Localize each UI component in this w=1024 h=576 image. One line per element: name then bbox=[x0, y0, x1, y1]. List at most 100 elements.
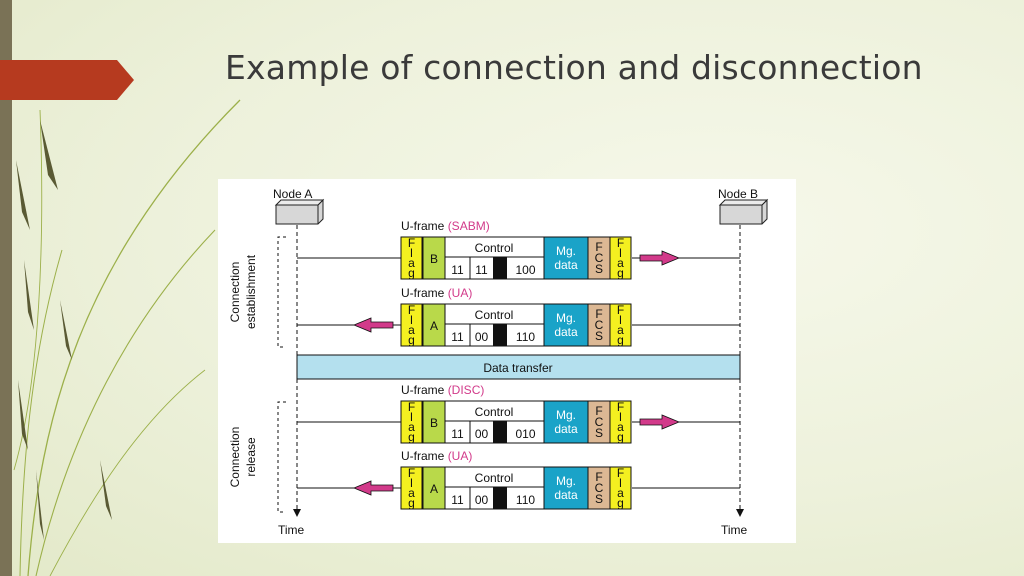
flag-letter: l bbox=[619, 246, 622, 260]
frame-label: U-frame (SABM) bbox=[401, 219, 490, 233]
flag-letter: F bbox=[408, 303, 415, 317]
control-bits: 00 bbox=[475, 493, 489, 507]
data-field bbox=[543, 236, 589, 280]
flag-letter: l bbox=[410, 476, 413, 490]
fcs-letter: S bbox=[595, 492, 603, 506]
flag-letter: g bbox=[617, 266, 624, 280]
release-bracket bbox=[277, 401, 286, 513]
frame-label: U-frame (UA) bbox=[401, 286, 472, 300]
phase-release-line1: Connection bbox=[228, 427, 242, 488]
time-label-left: Time bbox=[278, 523, 305, 537]
pf-bit bbox=[493, 487, 507, 509]
flag-letter: F bbox=[408, 466, 415, 480]
flag-letter: F bbox=[408, 400, 415, 414]
flag-letter: a bbox=[408, 420, 415, 434]
diagram-panel: Node A Node B Time Time Connection estab… bbox=[218, 179, 796, 543]
pf-bit bbox=[493, 257, 507, 279]
fcs-letter: C bbox=[595, 415, 604, 429]
fcs-letter: F bbox=[595, 470, 602, 484]
flag-letter: l bbox=[410, 410, 413, 424]
flag-end bbox=[609, 466, 632, 510]
flag-letter: a bbox=[408, 323, 415, 337]
node-b-label: Node B bbox=[718, 187, 758, 201]
fcs-letter: C bbox=[595, 481, 604, 495]
control-bits: 00 bbox=[475, 427, 489, 441]
control-bits: 110 bbox=[516, 330, 535, 344]
fcs-letter: F bbox=[595, 240, 602, 254]
data-label-line2: data bbox=[554, 258, 578, 272]
data-label-line1: Mg. bbox=[556, 244, 576, 258]
address-letter: A bbox=[430, 319, 438, 333]
frame-type: (UA) bbox=[448, 449, 473, 463]
flag-letter: g bbox=[408, 430, 415, 444]
data-transfer-bar bbox=[296, 354, 741, 380]
control-label: Control bbox=[475, 308, 514, 322]
control-bits: 100 bbox=[515, 263, 535, 277]
flag-letter: a bbox=[617, 256, 624, 270]
flag-start bbox=[400, 466, 423, 510]
node-a-label: Node A bbox=[273, 187, 312, 201]
data-label-line1: Mg. bbox=[556, 474, 576, 488]
data-label-line2: data bbox=[554, 325, 578, 339]
address-letter: B bbox=[430, 416, 438, 430]
fcs-letter: C bbox=[595, 318, 604, 332]
control-bits: 00 bbox=[475, 330, 489, 344]
flag-letter: a bbox=[617, 486, 624, 500]
decorative-curves bbox=[13, 99, 241, 576]
flag-letter: g bbox=[617, 430, 624, 444]
frame-label: U-frame (DISC) bbox=[401, 383, 484, 397]
data-field bbox=[543, 466, 589, 510]
phase-establish-line1: Connection bbox=[228, 262, 242, 323]
data-field bbox=[543, 400, 589, 444]
frame-u-label: U-frame bbox=[401, 286, 445, 300]
flag-letter: F bbox=[617, 236, 624, 250]
control-label: Control bbox=[475, 405, 514, 419]
arrow-left-icon bbox=[352, 317, 394, 333]
control-label: Control bbox=[475, 471, 514, 485]
fcs-letter: S bbox=[595, 262, 603, 276]
arrow-right-icon bbox=[639, 250, 681, 266]
left-edge-bar bbox=[0, 0, 12, 576]
control-bits: 11 bbox=[451, 493, 464, 507]
control-bits: 010 bbox=[515, 427, 535, 441]
frame-u-label: U-frame bbox=[401, 219, 445, 233]
frame-type: (DISC) bbox=[448, 383, 485, 397]
flag-letter: a bbox=[617, 323, 624, 337]
pf-bit bbox=[493, 324, 507, 346]
data-label-line2: data bbox=[554, 422, 578, 436]
control-bits: 11 bbox=[475, 263, 488, 277]
fcs-letter: F bbox=[595, 404, 602, 418]
phase-release-line2: release bbox=[244, 437, 258, 477]
flag-end bbox=[609, 400, 632, 444]
flag-letter: F bbox=[408, 236, 415, 250]
flag-letter: a bbox=[408, 256, 415, 270]
flag-start bbox=[400, 236, 423, 280]
fcs-letter: C bbox=[595, 251, 604, 265]
arrow-right-icon bbox=[639, 414, 681, 430]
frame-type: (UA) bbox=[448, 286, 473, 300]
control-bits: 110 bbox=[516, 493, 535, 507]
flag-letter: l bbox=[410, 246, 413, 260]
flag-letter: F bbox=[617, 400, 624, 414]
flag-letter: a bbox=[617, 420, 624, 434]
frame-u-label: U-frame bbox=[401, 383, 445, 397]
data-label-line1: Mg. bbox=[556, 311, 576, 325]
control-bits: 11 bbox=[451, 427, 464, 441]
control-bits: 11 bbox=[451, 263, 464, 277]
time-label-right: Time bbox=[721, 523, 748, 537]
flag-letter: g bbox=[408, 266, 415, 280]
control-label: Control bbox=[475, 241, 514, 255]
fcs-letter: S bbox=[595, 329, 603, 343]
flag-letter: g bbox=[617, 333, 624, 347]
establishment-bracket bbox=[277, 236, 286, 348]
connection-diagram: Node A Node B Time Time Connection estab… bbox=[228, 187, 769, 537]
address-letter: A bbox=[430, 482, 438, 496]
arrow-left-icon bbox=[352, 480, 394, 496]
fcs-letter: S bbox=[595, 426, 603, 440]
fcs-letter: F bbox=[595, 307, 602, 321]
frame-u-label: U-frame bbox=[401, 449, 445, 463]
